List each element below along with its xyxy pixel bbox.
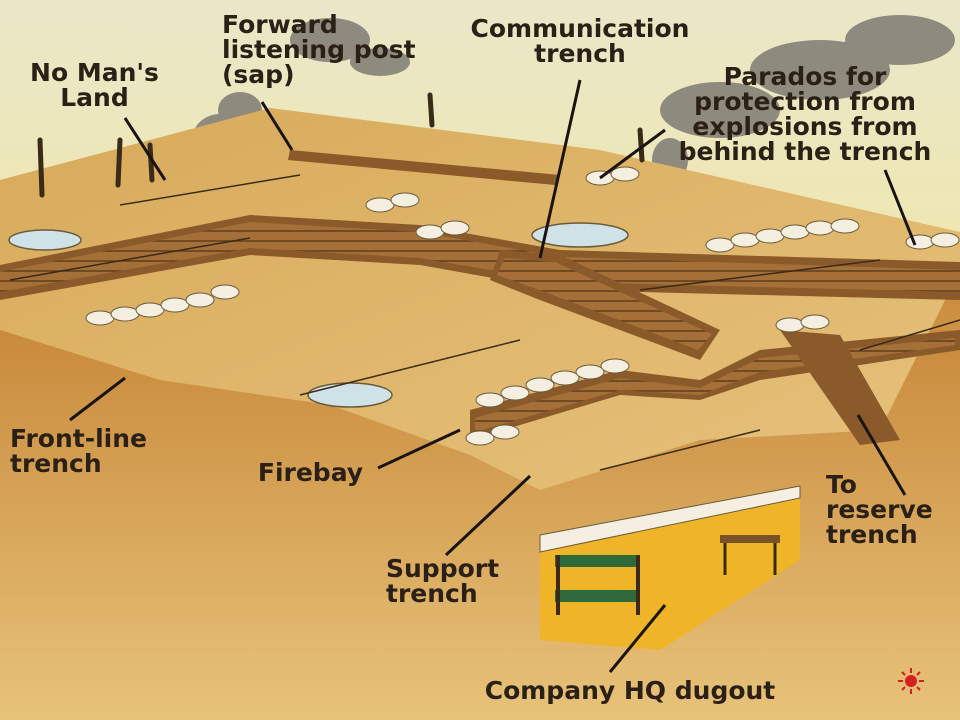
label-front-line-trench: Front-line trench bbox=[10, 424, 147, 478]
shell-craters bbox=[8, 222, 629, 408]
label-company-hq-dugout: Company HQ dugout bbox=[484, 676, 776, 705]
leader-to-reserve-trench bbox=[856, 414, 907, 496]
label-firebay: Firebay bbox=[257, 458, 364, 487]
leader-communication-trench bbox=[538, 79, 582, 259]
leader-parados-right bbox=[883, 169, 917, 246]
label-parados: Parados for protection from explosions f… bbox=[678, 62, 932, 166]
label-no-mans-land: No Man's Land bbox=[30, 58, 159, 112]
sap-trench bbox=[288, 150, 560, 185]
leader-no-mans-land bbox=[123, 117, 167, 181]
communication-trench-revetment bbox=[497, 258, 712, 350]
reserve-trench-cut bbox=[780, 330, 900, 445]
leader-lines bbox=[69, 79, 917, 673]
leader-company-hq-dugout bbox=[608, 604, 667, 673]
label-communication-trench: Communication trench bbox=[470, 14, 690, 68]
leader-front-line-trench bbox=[69, 376, 126, 422]
leader-support-trench bbox=[444, 474, 532, 557]
leader-parados bbox=[599, 128, 666, 180]
leader-forward-listening-post bbox=[260, 101, 294, 151]
red-sun-icon bbox=[898, 668, 924, 694]
label-to-reserve-trench: To reserve trench bbox=[826, 470, 933, 549]
leader-firebay bbox=[377, 428, 461, 470]
ground-surface bbox=[0, 108, 960, 490]
label-support-trench: Support trench bbox=[386, 554, 500, 608]
label-forward-listening-post: Forward listening post (sap) bbox=[222, 10, 416, 89]
company-hq-dugout bbox=[539, 485, 801, 650]
dead-trees bbox=[37, 92, 645, 198]
sandbags bbox=[85, 166, 960, 446]
barbed-wire bbox=[9, 174, 960, 471]
